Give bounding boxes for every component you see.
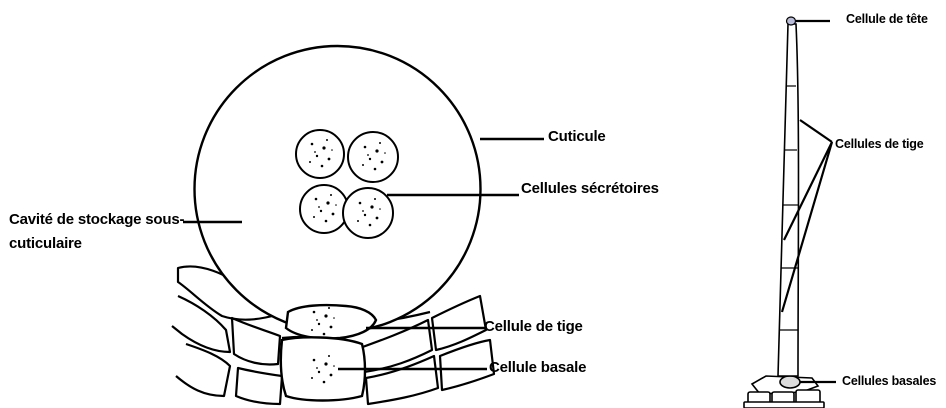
label-stalk-cell: Cellule de tige xyxy=(484,319,583,336)
secretory-cell-4 xyxy=(343,188,393,238)
label-storage-cavity-line2: cuticulaire xyxy=(9,236,82,253)
secretory-cell-2 xyxy=(348,132,398,182)
label-secretory-cells: Cellules sécrétoires xyxy=(521,181,659,198)
label-cuticle: Cuticule xyxy=(548,129,606,146)
stalk-cell xyxy=(286,305,376,338)
trichome-basal-cells xyxy=(744,376,824,408)
stalk-cells-leader-1 xyxy=(800,120,832,142)
secretory-cell-3 xyxy=(300,185,348,233)
label-stalk-cells: Cellules de tige xyxy=(835,138,924,152)
label-basal-cell: Cellule basale xyxy=(489,360,586,377)
trichome-stalk xyxy=(778,24,799,376)
label-basal-cells: Cellules basales xyxy=(842,375,936,389)
label-head-cell: Cellule de tête xyxy=(846,13,928,27)
trichome-head-cell xyxy=(787,17,796,25)
label-storage-cavity-line1: Cavité de stockage sous- xyxy=(9,212,184,229)
secretory-cell-1 xyxy=(296,130,344,178)
